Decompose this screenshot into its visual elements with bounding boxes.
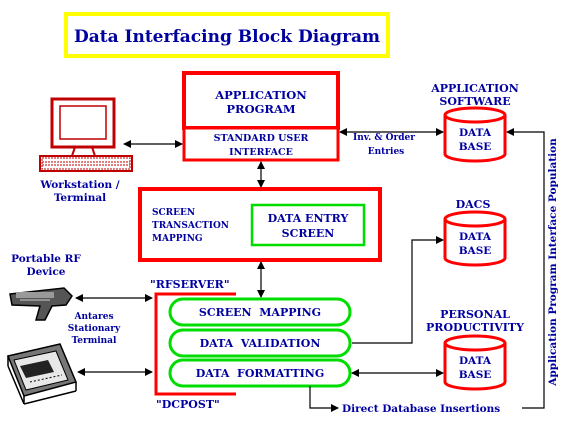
antares-label-3: Terminal bbox=[72, 336, 117, 346]
inv-order-label-2: Entries bbox=[368, 147, 405, 157]
data-entry-screen-label-2: SCREEN bbox=[282, 227, 335, 240]
data-validation-label: DATA VALIDATION bbox=[200, 337, 321, 350]
workstation-icon bbox=[39, 97, 133, 172]
arrow-direct-insertions bbox=[309, 386, 339, 412]
screen-transaction-label-1: SCREEN bbox=[152, 208, 195, 218]
rfserver-label: "RFSERVER" bbox=[150, 278, 230, 291]
title-frame bbox=[64, 12, 390, 58]
personal-productivity-label-1: PERSONAL bbox=[440, 308, 510, 321]
data-validation-pill bbox=[168, 328, 352, 358]
personal-productivity-label-2: PRODUCTIVITY bbox=[426, 321, 524, 334]
standard-user-interface-label-2: INTERFACE bbox=[229, 147, 293, 158]
application-program-label-1: APPLICATION bbox=[214, 88, 307, 102]
portable-rf-label-2: Device bbox=[27, 266, 66, 278]
antares-label-1: Antares bbox=[73, 312, 113, 322]
screen-mapping-label: SCREEN MAPPING bbox=[199, 306, 321, 319]
interface-population-label: Application Program Interface Population bbox=[547, 138, 559, 387]
dacs-db-label-1: DATA bbox=[459, 231, 492, 243]
antares-label-2: Stationary bbox=[68, 324, 121, 334]
application-software-label-2: SOFTWARE bbox=[439, 95, 510, 108]
dacs-label: DACS bbox=[456, 198, 491, 211]
inv-order-label-1: Inv. & Order bbox=[353, 133, 415, 143]
portable-rf-label-1: Portable RF bbox=[11, 253, 81, 265]
screen-transaction-label-2: TRANSACTION bbox=[152, 221, 229, 231]
app-db-label-2: BASE bbox=[459, 141, 492, 153]
direct-database-insertions-label: Direct Database Insertions bbox=[342, 403, 500, 415]
personal-productivity-database bbox=[443, 334, 507, 391]
workstation-label-1: Workstation / bbox=[39, 179, 119, 191]
diagram-title: Data Interfacing Block Diagram bbox=[74, 27, 380, 47]
dacs-db-label-2: BASE bbox=[459, 245, 492, 257]
dcpost-label: "DCPOST" bbox=[156, 398, 220, 411]
app-db-label-1: DATA bbox=[459, 127, 492, 139]
data-formatting-pill bbox=[168, 358, 352, 388]
dacs-database bbox=[443, 210, 507, 267]
data-formatting-label: DATA FORMATTING bbox=[196, 367, 324, 380]
screen-transaction-label-3: MAPPING bbox=[152, 234, 203, 244]
application-program-label-2: PROGRAM bbox=[226, 102, 296, 116]
application-software-database bbox=[443, 106, 507, 163]
data-entry-screen-label-1: DATA ENTRY bbox=[268, 212, 349, 225]
standard-user-interface-box bbox=[182, 126, 340, 162]
workstation-label-2: Terminal bbox=[54, 192, 106, 204]
pp-db-label-1: DATA bbox=[459, 355, 492, 367]
pp-db-label-2: BASE bbox=[459, 369, 492, 381]
screen-mapping-pill bbox=[168, 297, 352, 327]
application-software-label-1: APPLICATION bbox=[430, 82, 519, 95]
rfserver-bracket bbox=[154, 292, 236, 396]
arrow-population bbox=[506, 128, 545, 409]
antares-terminal-icon bbox=[6, 343, 78, 405]
application-program-box bbox=[182, 71, 340, 130]
arrow-validation-dacs bbox=[352, 236, 444, 344]
connectors bbox=[75, 128, 545, 412]
rf-scanner-icon bbox=[9, 287, 73, 321]
standard-user-interface-label-1: STANDARD USER bbox=[214, 133, 309, 144]
data-entry-screen-box bbox=[250, 203, 366, 247]
